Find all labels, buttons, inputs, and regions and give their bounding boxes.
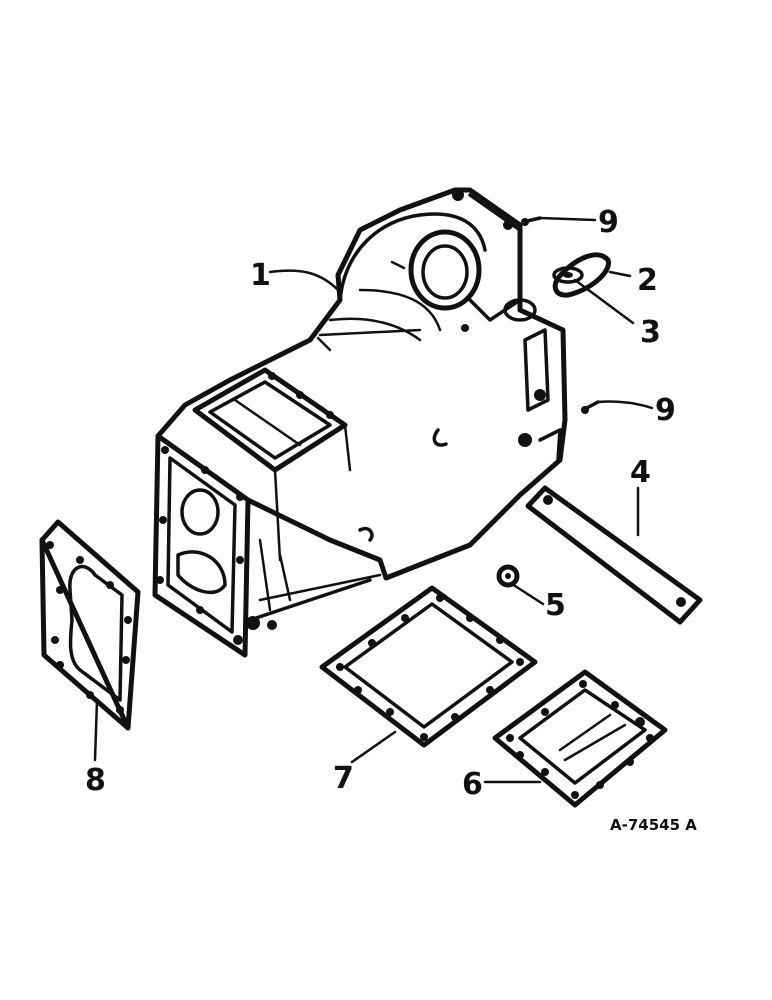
callout-6: 6 bbox=[462, 767, 483, 802]
part-6-bottom-cover bbox=[492, 669, 668, 808]
callout-8: 8 bbox=[85, 763, 106, 798]
part-4-cover-strip bbox=[525, 485, 703, 625]
part-5-drain-plug bbox=[496, 564, 520, 588]
callout-9-lower: 9 bbox=[655, 393, 676, 428]
figure-reference: A-74545 A bbox=[610, 816, 697, 834]
leader-line-9a bbox=[538, 216, 597, 222]
callout-2: 2 bbox=[637, 263, 658, 298]
leader-line-9b bbox=[596, 400, 654, 410]
leader-line-2 bbox=[608, 270, 632, 278]
callout-4: 4 bbox=[630, 455, 651, 490]
callout-3: 3 bbox=[640, 315, 661, 350]
callout-9-upper: 9 bbox=[598, 205, 619, 240]
part-9-dowel-pin-lower bbox=[581, 400, 600, 414]
leader-line-1 bbox=[268, 269, 340, 292]
leader-lines bbox=[93, 216, 654, 784]
leader-line-5 bbox=[510, 582, 545, 606]
leader-line-7 bbox=[350, 730, 397, 764]
part-1-transmission-housing bbox=[152, 187, 568, 658]
part-8-front-gasket bbox=[39, 519, 141, 731]
leader-line-3 bbox=[573, 278, 635, 325]
part-7-bottom-gasket bbox=[319, 585, 538, 748]
callout-7: 7 bbox=[333, 761, 354, 796]
leader-line-8 bbox=[93, 698, 99, 762]
callout-5: 5 bbox=[545, 588, 566, 623]
callout-1: 1 bbox=[250, 258, 271, 293]
part-9-dowel-pin-upper bbox=[521, 216, 542, 226]
part-3-gasket bbox=[552, 266, 584, 284]
